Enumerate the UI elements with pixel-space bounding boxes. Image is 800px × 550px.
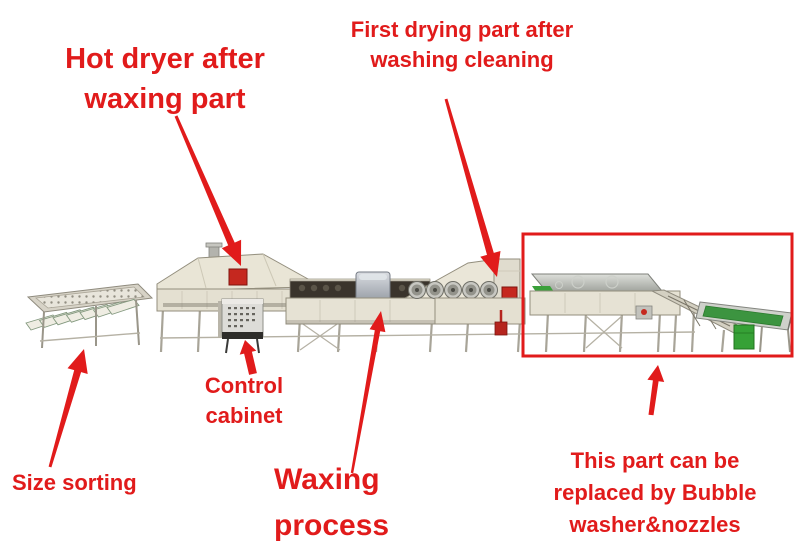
- label-first-drying: First drying part after washing cleaning: [336, 15, 588, 75]
- annotation-overlay: [48, 98, 794, 474]
- size-sorter: [25, 283, 154, 349]
- arrow-size-sorting: [48, 349, 88, 468]
- drying-fans: [408, 281, 498, 299]
- label-control-line2: cabinet: [205, 403, 283, 428]
- label-bubble-line1: This part can be: [570, 448, 740, 473]
- label-hot-dryer-line2: waxing part: [84, 83, 246, 115]
- dryer-electric-box: [228, 268, 248, 286]
- collection-green-surface: [702, 305, 784, 327]
- label-waxing-process: Waxing process: [274, 457, 389, 549]
- waxing-unit: [285, 271, 436, 325]
- highlight-box: [521, 232, 794, 358]
- washer-unit: [529, 273, 681, 320]
- red-pump: [494, 321, 508, 336]
- arrow-waxing-process: [350, 311, 386, 474]
- label-size-sorting-text: Size sorting: [12, 470, 137, 495]
- label-control-line1: Control: [204, 373, 284, 398]
- label-hot-dryer-line1: Hot dryer after: [65, 43, 265, 75]
- arrow-control-cabinet: [239, 340, 257, 375]
- arrow-bubble-washer: [647, 365, 665, 416]
- label-waxing-line2: process: [274, 509, 390, 542]
- collection-table: [695, 301, 793, 353]
- label-first-drying-line2: washing cleaning: [370, 47, 554, 72]
- arrow-hot-dryer: [174, 115, 242, 267]
- label-control-cabinet: Control cabinet: [197, 371, 291, 431]
- arrow-first-drying: [444, 98, 501, 277]
- label-replaceable-part: This part can be replaced by Bubble wash…: [528, 445, 782, 541]
- green-drive-box: [733, 324, 755, 350]
- label-bubble-line3: washer&nozzles: [569, 512, 741, 537]
- label-size-sorting: Size sorting: [12, 469, 137, 497]
- cabinet-buttons: [228, 307, 255, 328]
- label-first-drying-line1: First drying part after: [350, 17, 574, 42]
- control-cabinet-unit: [218, 298, 264, 354]
- first-dryer-unit: [403, 258, 526, 336]
- label-hot-dryer: Hot dryer after waxing part: [56, 39, 274, 119]
- label-bubble-line2: replaced by Bubble: [553, 480, 757, 505]
- label-waxing-line1: Waxing: [274, 463, 380, 496]
